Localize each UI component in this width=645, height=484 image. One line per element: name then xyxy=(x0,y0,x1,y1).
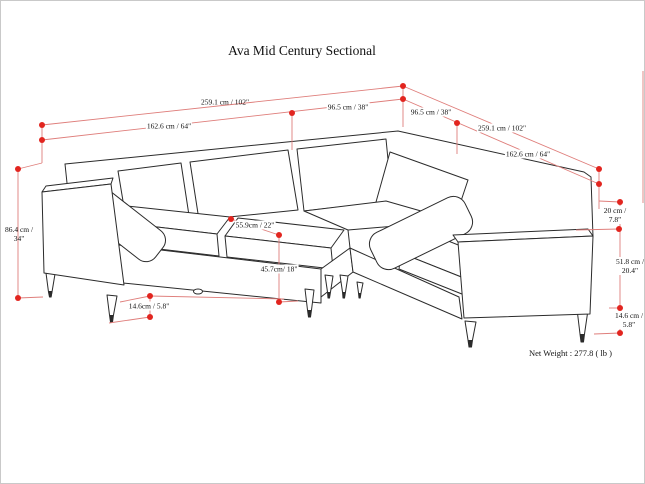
dim-label-overall-top-left: 259.1 cm / 102" xyxy=(200,97,250,107)
sofa-back-left-edge xyxy=(64,163,68,184)
left-arm-outer xyxy=(41,183,125,286)
dim-label-seat-depth: 55.9cm / 22" xyxy=(234,220,276,230)
dim-label-leg-height-right-line1: 14.6 cm / xyxy=(614,311,644,320)
right-arm-pillow xyxy=(368,195,474,271)
corner-seat-front-edge xyxy=(347,229,351,249)
dim-label-leg-height-right: 14.6 cm / 5.8" xyxy=(613,311,644,329)
dim-label-overall-height-line1: 86.4 cm / xyxy=(4,225,34,234)
dim-label-arm-height: 51.8 cm / 20.4" xyxy=(614,257,645,275)
dim-label-section-top-left: 162.6 cm / 64" xyxy=(145,121,193,131)
dim-label-overall-top-right: 259.1 cm / 102" xyxy=(476,123,528,133)
sofa-illustration xyxy=(41,130,594,348)
dim-label-arm-height-line1: 51.8 cm / xyxy=(615,257,645,266)
dim-label-back-rise-line2: 7.8" xyxy=(608,215,622,224)
dim-label-corner-top-left: 96.5 cm / 38" xyxy=(326,102,370,112)
dimension-dots xyxy=(15,83,623,336)
page-title: Ava Mid Century Sectional xyxy=(228,43,376,58)
sofa-back-edge xyxy=(64,130,594,238)
right-base-rail xyxy=(349,247,463,320)
dim-label-seat-height: 45.7cm/ 18" xyxy=(259,264,299,274)
dim-label-overall-height: 86.4 cm / 34" xyxy=(4,225,34,243)
net-weight-text: Net Weight : 277.8 ( lb ) xyxy=(529,348,612,358)
dim-label-back-rise-line1: 20 cm / xyxy=(603,206,627,215)
dim-label-arm-height-line2: 20.4" xyxy=(621,266,639,275)
rail-detail-oval xyxy=(193,288,203,295)
dim-label-corner-top-right: 96.5 cm / 38" xyxy=(409,107,453,117)
dim-label-leg-height-right-line2: 5.8" xyxy=(622,320,636,329)
dim-label-overall-height-line2: 34" xyxy=(13,234,25,243)
back-cushion-2 xyxy=(189,149,299,221)
sofa-legs xyxy=(45,272,589,348)
dim-label-leg-height-left: 14.6cm / 5.8" xyxy=(127,301,171,311)
dim-label-back-rise: 20 cm / 7.8" xyxy=(602,206,628,224)
right-arm-outer xyxy=(457,235,594,319)
dim-label-section-top-right: 162.6 cm / 64" xyxy=(504,149,552,159)
